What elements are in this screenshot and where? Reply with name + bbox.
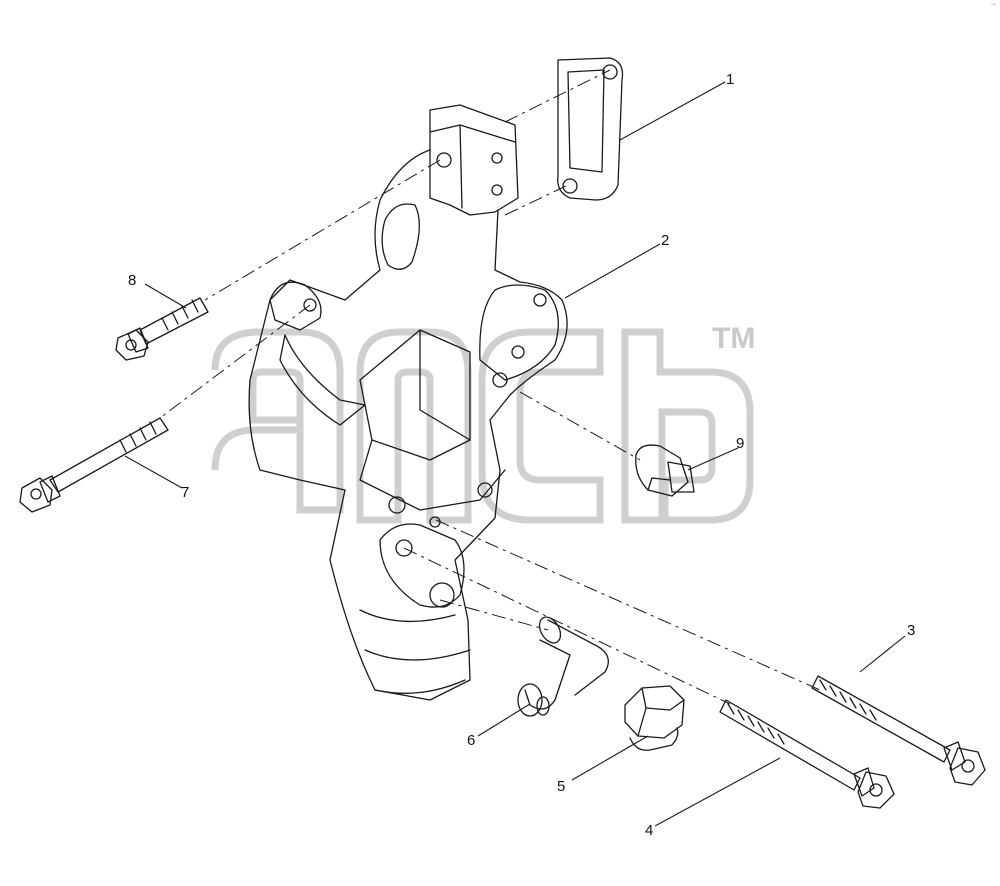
bolt-left-long-part bbox=[19, 417, 169, 513]
callout-2: 2 bbox=[661, 232, 670, 249]
callout-6: 6 bbox=[467, 732, 476, 749]
bolt-part bbox=[719, 699, 895, 809]
callout-9: 9 bbox=[736, 435, 745, 452]
callout-1: 1 bbox=[726, 71, 735, 88]
bolt-long-part bbox=[811, 675, 986, 786]
callout-8: 8 bbox=[128, 272, 137, 289]
trademark-mark: TM bbox=[712, 322, 756, 355]
leader-lines bbox=[124, 81, 906, 827]
callout-5: 5 bbox=[557, 778, 566, 795]
alignment-lines bbox=[159, 69, 821, 705]
elbow-fitting-part bbox=[517, 616, 609, 717]
callout-3: 3 bbox=[907, 622, 916, 639]
plug-part bbox=[624, 685, 685, 751]
gasket-part bbox=[557, 57, 624, 201]
sensor-part bbox=[635, 444, 695, 497]
bolt-short-part bbox=[115, 297, 209, 361]
corner-mark: °'' bbox=[991, 4, 996, 10]
callout-4: 4 bbox=[645, 822, 654, 839]
housing-part bbox=[248, 104, 568, 701]
callout-7: 7 bbox=[181, 484, 190, 501]
watermark-logo bbox=[211, 328, 754, 524]
